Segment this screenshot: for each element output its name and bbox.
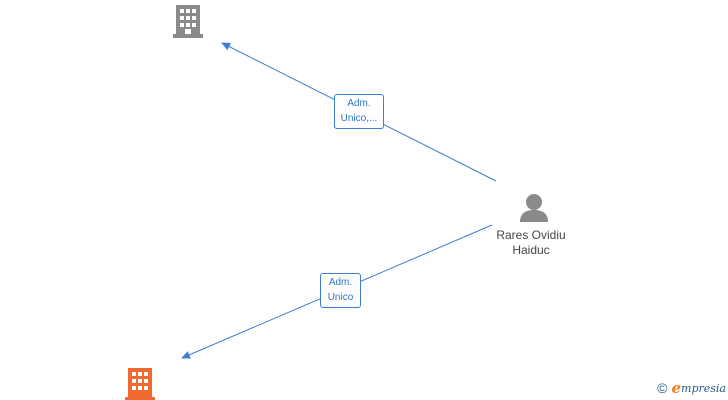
copyright-icon: © [657,380,668,396]
building-icon[interactable] [125,368,155,400]
edge-label-bottom[interactable]: Adm. Unico [320,273,361,308]
brand-logo-text: mpresia [681,381,726,395]
building-icon[interactable] [173,5,203,38]
brand-logo-initial: e [671,379,682,397]
person-name[interactable]: Rares Ovidiu Haiduc [476,228,586,258]
edge-label-top-line2: Unico,... [340,113,378,124]
edge-label-bottom-line2: Unico [327,292,354,303]
person-icon[interactable] [520,194,548,222]
empresia-watermark: © e mpresia [657,379,726,397]
person-name-line1: Rares Ovidiu [496,228,566,242]
edge-label-bottom-line1: Adm. [328,277,353,288]
edge-label-top[interactable]: Adm. Unico,... [334,94,384,129]
edge-label-top-line1: Adm. [347,98,371,109]
person-name-line2: Haiduc [512,243,550,257]
